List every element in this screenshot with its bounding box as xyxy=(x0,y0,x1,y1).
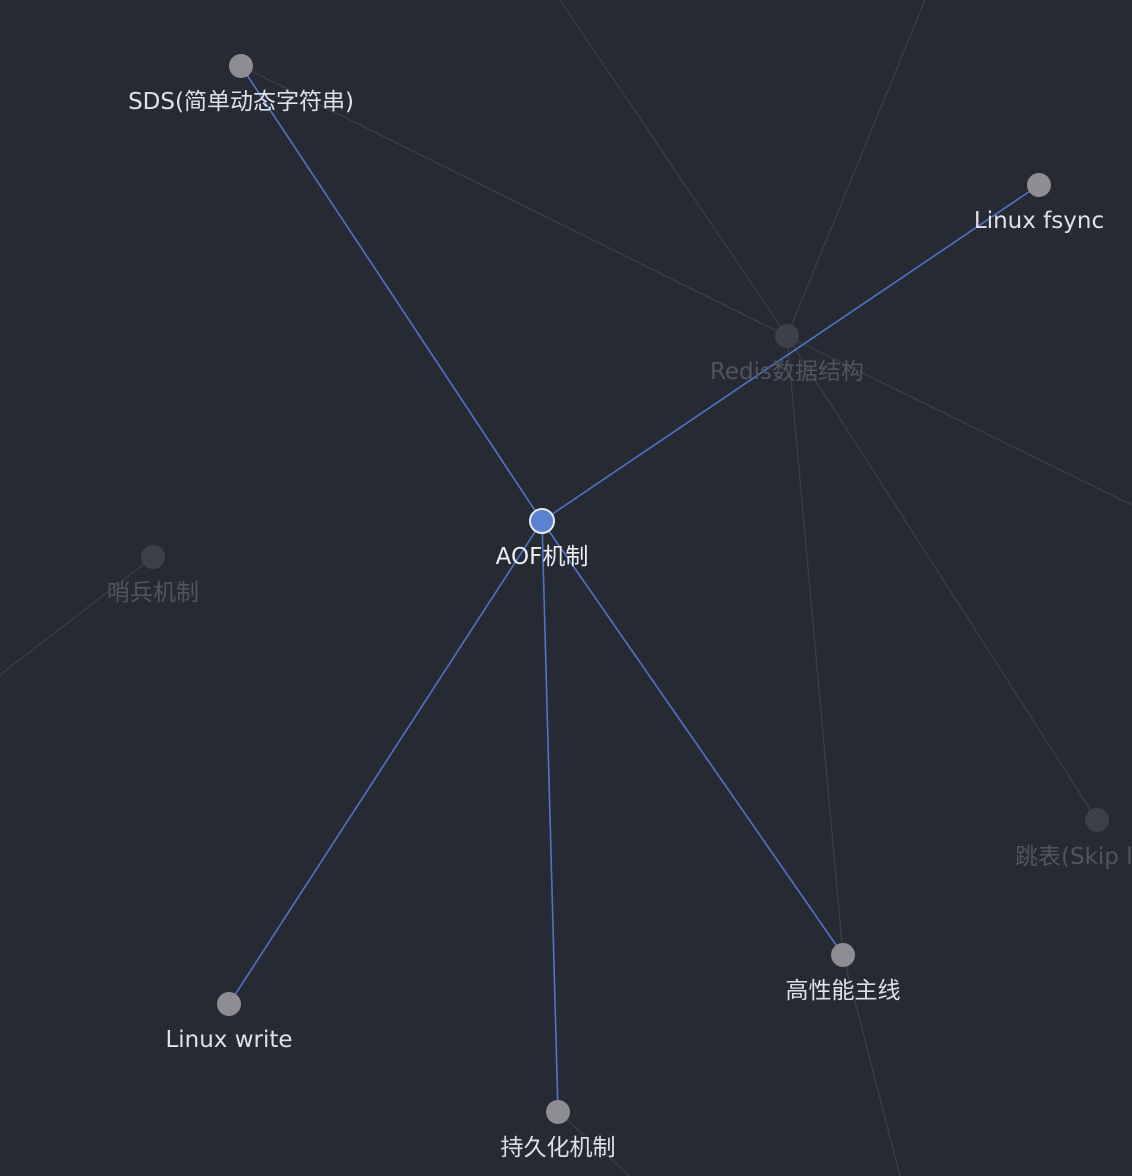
node-dot[interactable] xyxy=(217,992,241,1016)
node-label: 持久化机制 xyxy=(501,1135,616,1161)
node-dot[interactable] xyxy=(775,324,799,348)
node-dot[interactable] xyxy=(831,943,855,967)
node-dot[interactable] xyxy=(141,545,165,569)
graph-edge-aof-sds xyxy=(240,65,543,522)
graph-edge-aof-write xyxy=(228,520,543,1005)
node-label: Redis数据结构 xyxy=(710,359,864,385)
node-dot[interactable] xyxy=(1027,173,1051,197)
graph-edge xyxy=(0,556,154,676)
graph-edge xyxy=(842,954,901,1176)
graph-edge xyxy=(557,1111,631,1176)
node-redis-ds[interactable]: Redis数据结构 xyxy=(710,324,864,385)
graph-edge xyxy=(786,335,1132,506)
node-label: SDS(简单动态字符串) xyxy=(128,89,354,115)
highlighted-edges xyxy=(228,65,1040,1113)
node-label: AOF机制 xyxy=(496,544,589,570)
focused-node-dot[interactable] xyxy=(529,508,555,534)
node-label: 跳表(Skip l xyxy=(1015,844,1132,870)
node-sds[interactable]: SDS(简单动态字符串) xyxy=(128,54,354,115)
graph-edge xyxy=(786,0,926,337)
node-main-thread[interactable]: 高性能主线 xyxy=(786,943,901,1004)
graph-edge-redis-ds-sds xyxy=(240,65,788,337)
graph-edge-aof-persistence xyxy=(541,520,559,1113)
node-label: 高性能主线 xyxy=(786,978,901,1004)
node-label: Linux fsync xyxy=(974,208,1104,234)
node-write[interactable]: Linux write xyxy=(165,992,293,1053)
node-aof[interactable]: AOF机制 xyxy=(496,508,589,570)
graph-edge-aof-fsync xyxy=(541,184,1040,522)
graph-edge-aof-main-thread xyxy=(541,520,844,956)
node-label: 哨兵机制 xyxy=(107,580,199,606)
node-dot[interactable] xyxy=(229,54,253,78)
node-sentinel[interactable]: 哨兵机制 xyxy=(107,545,199,606)
graph-edge-redis-ds-main-thread xyxy=(786,335,844,956)
node-persistence[interactable]: 持久化机制 xyxy=(501,1100,616,1161)
node-skiplist[interactable]: 跳表(Skip l xyxy=(1015,808,1132,870)
node-fsync[interactable]: Linux fsync xyxy=(974,173,1104,234)
graph-edge-redis-ds-skiplist xyxy=(786,335,1098,821)
graph-edge xyxy=(559,0,788,337)
node-label: Linux write xyxy=(165,1027,292,1053)
node-dot[interactable] xyxy=(546,1100,570,1124)
node-dot[interactable] xyxy=(1085,808,1109,832)
